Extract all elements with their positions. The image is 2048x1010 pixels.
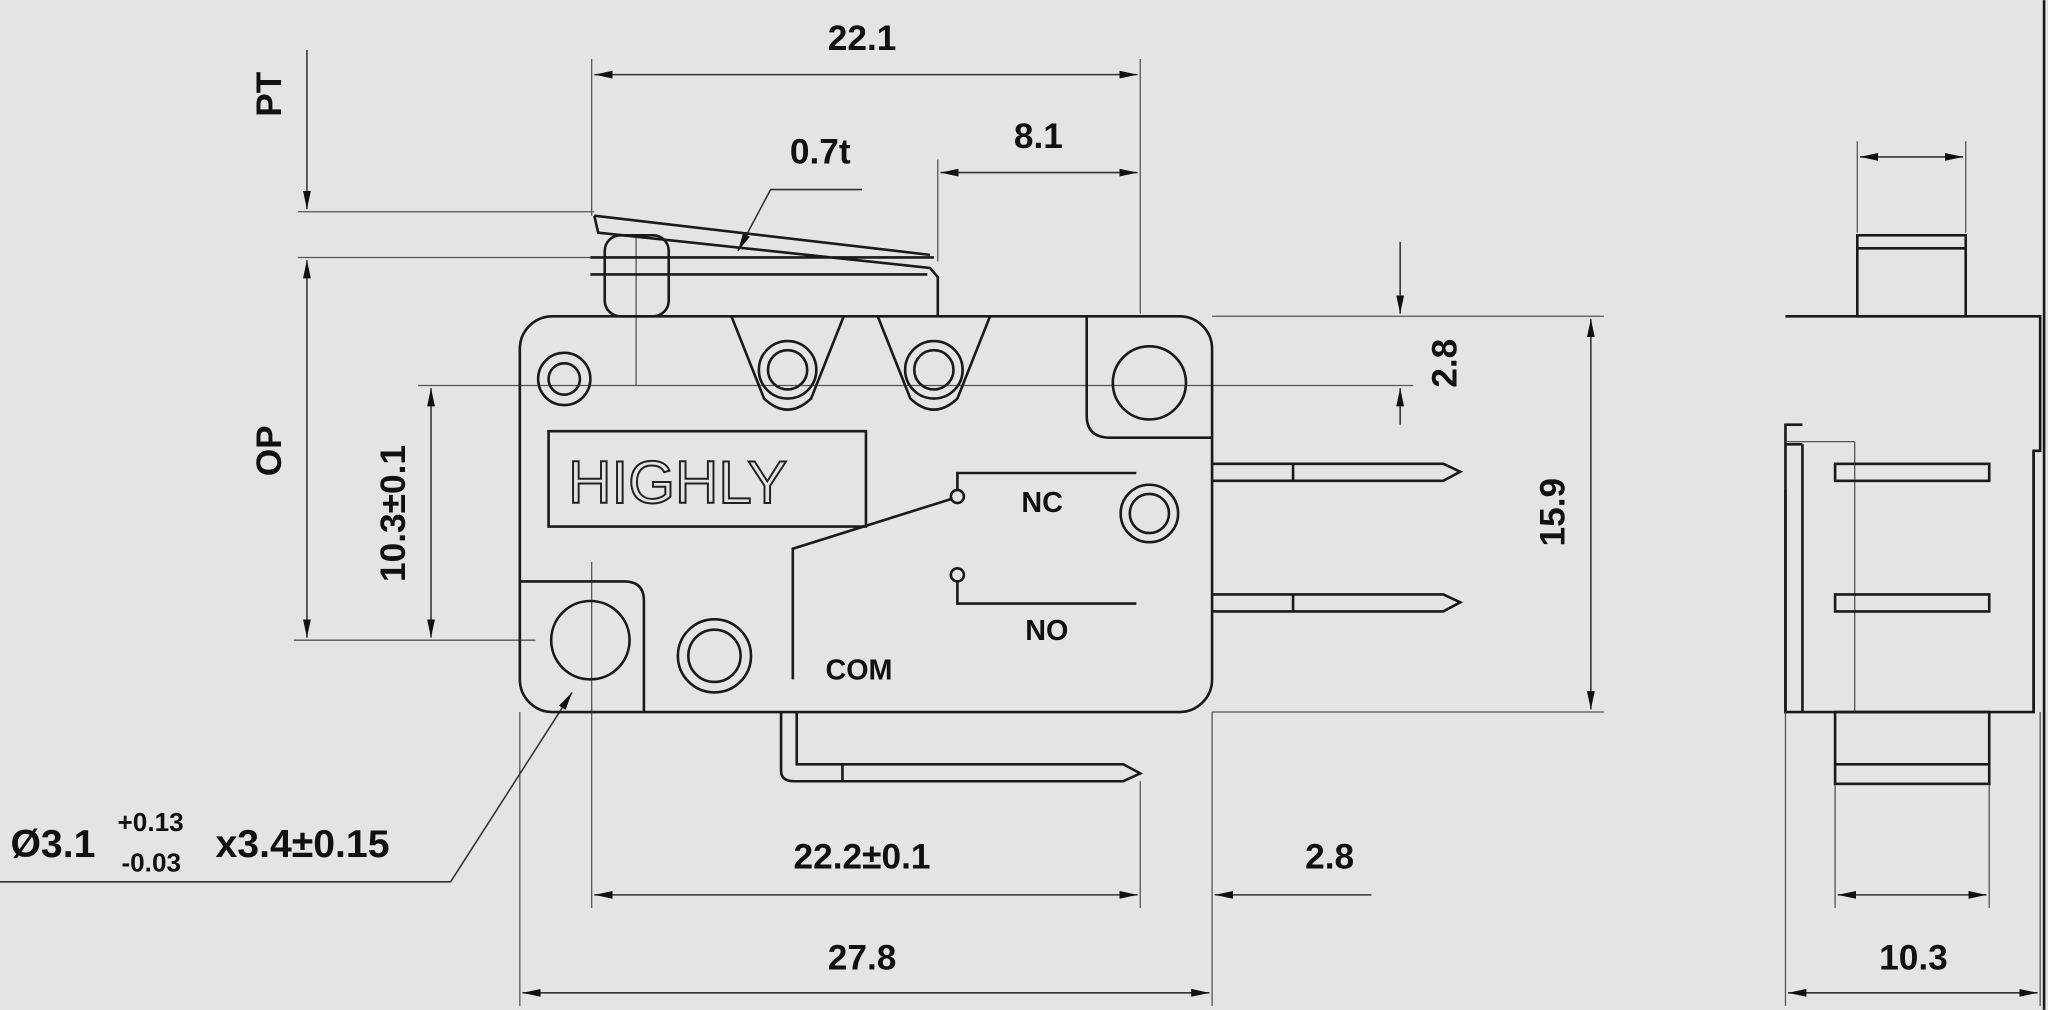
dim-body-height: 15.9 (1534, 478, 1573, 547)
svg-text:Ø3.1: Ø3.1 (10, 823, 95, 866)
switch-front-view: HIGHLY NC NO COM (518, 214, 1464, 783)
dimension-lines (0, 49, 2038, 997)
dim-body-width: 10.3 (1879, 938, 1948, 977)
switch-side-view (1784, 0, 2046, 1010)
dim-lever-length: 22.1 (828, 19, 897, 58)
nc-contact (956, 471, 1137, 490)
com-label: COM (825, 654, 892, 686)
dim-lever-tip: 8.1 (1014, 117, 1063, 156)
dim-op: OP (250, 425, 289, 476)
dim-lever-thickness: 0.7t (790, 132, 851, 171)
brand-logo: HIGHLY (568, 449, 787, 516)
dim-top-hole: 2.8 (1425, 339, 1464, 388)
actuator-lever (590, 214, 940, 317)
nc-terminal (1212, 462, 1464, 483)
com-blade (791, 497, 952, 680)
com-terminal (779, 712, 1144, 783)
dim-body-length: 27.8 (828, 938, 897, 977)
dim-hole-edge: 2.8 (1305, 838, 1354, 877)
svg-text:x3.4±0.15: x3.4±0.15 (216, 823, 390, 866)
dim-hole-vertical: 10.3±0.1 (374, 445, 413, 582)
no-label: NO (1025, 615, 1068, 647)
dim-pt: PT (250, 71, 289, 117)
no-contact (956, 581, 1137, 605)
nc-label: NC (1021, 487, 1062, 519)
dim-hole-horizontal: 22.2±0.1 (794, 838, 931, 877)
no-terminal (1212, 593, 1464, 613)
svg-text:+0.13: +0.13 (118, 807, 184, 837)
actuator-roller (603, 233, 671, 318)
hole-spec: Ø3.1 +0.13 -0.03 x3.4±0.15 (10, 807, 389, 877)
extension-lines (293, 58, 2041, 1006)
svg-text:-0.03: -0.03 (121, 847, 181, 877)
